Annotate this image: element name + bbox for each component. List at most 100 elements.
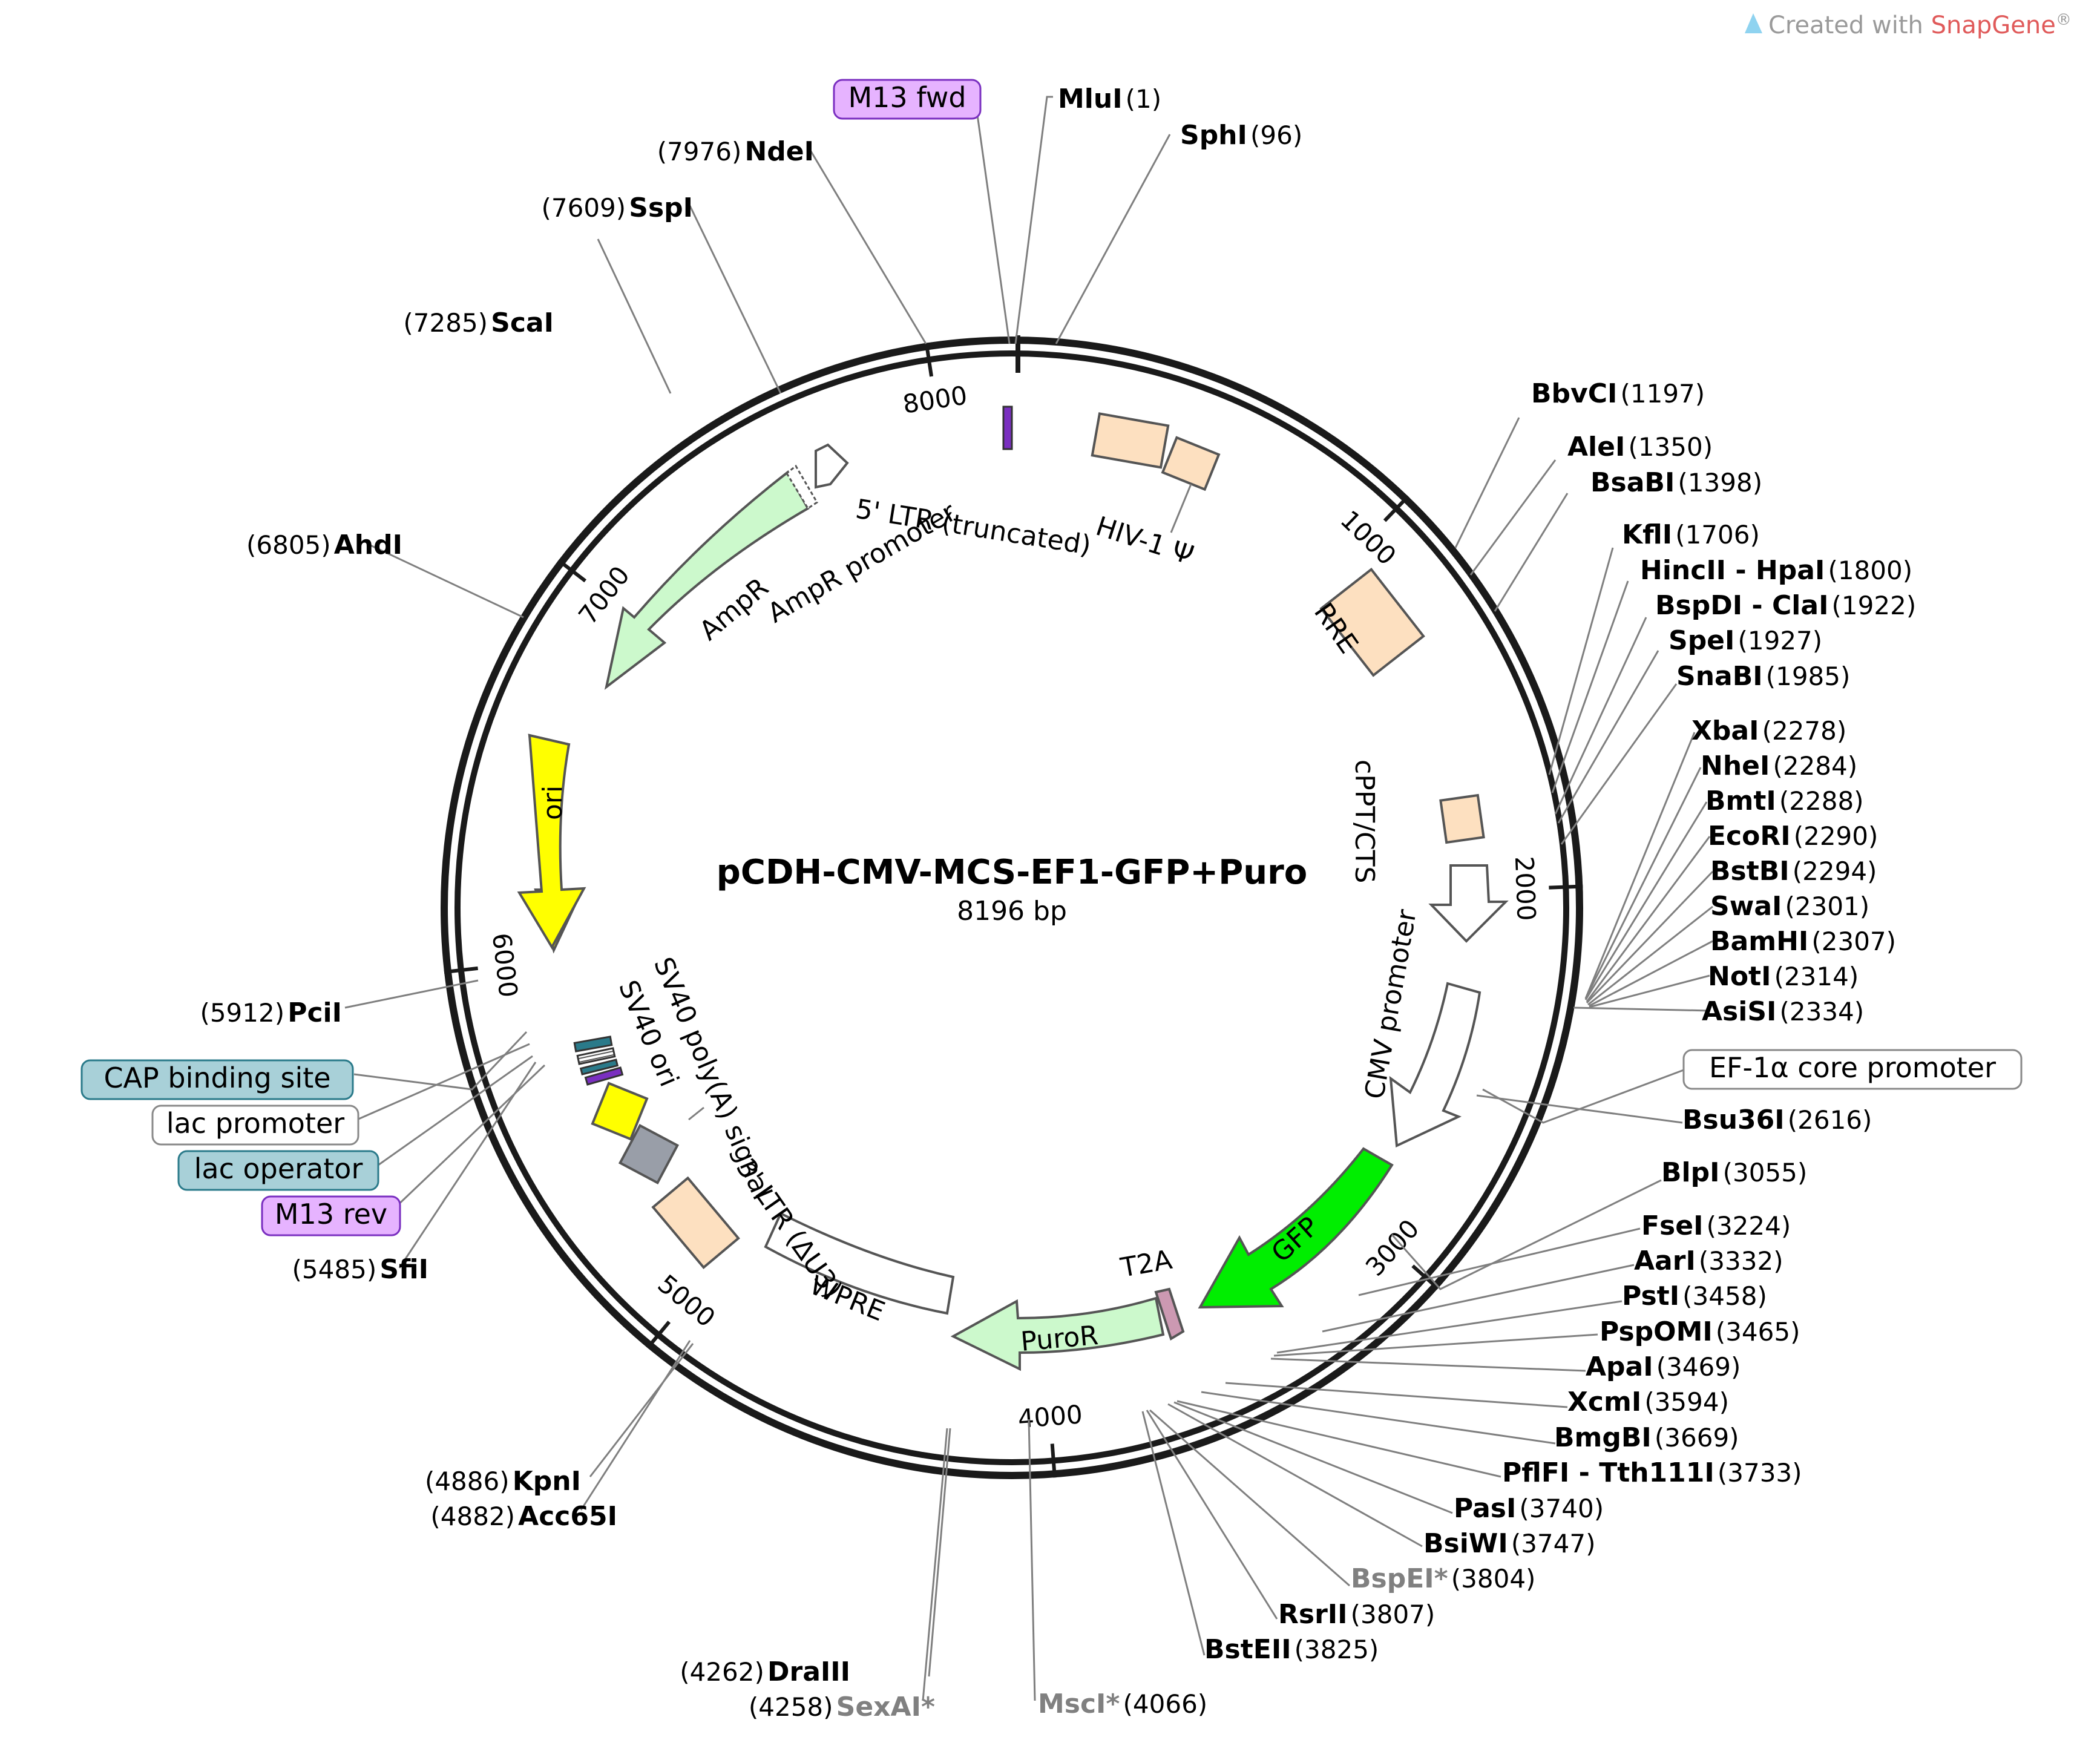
snapgene-logo-icon (1745, 13, 1762, 33)
enzyme-pcii: (5912) PciI (200, 997, 342, 1028)
enzyme-pasi: PasI (3740) (1454, 1493, 1604, 1524)
rre-box (1319, 568, 1425, 677)
enzyme-pspomi: PspOMI (3465) (1600, 1316, 1800, 1347)
ampr-arrow (604, 470, 810, 690)
enzyme-sspi: (7609) SspI (541, 192, 693, 223)
tick-label: 3000 (1360, 1213, 1425, 1281)
cmv-label: CMV promoter (1359, 907, 1423, 1101)
tick-mark (1383, 494, 1410, 522)
enzyme-apai: ApaI (3469) (1586, 1351, 1741, 1382)
watermark-prefix: Created with (1768, 11, 1931, 39)
enzyme-ecori: EcoRI (2290) (1708, 821, 1878, 852)
tick-label: 8000 (901, 380, 969, 419)
enzyme-xbai: XbaI (2278) (1691, 715, 1846, 746)
ori-label: ori (537, 786, 568, 820)
sv40-ori-box (618, 1123, 680, 1185)
backbone (441, 337, 1583, 1479)
enzyme-scai: (7285) ScaI (403, 307, 554, 338)
ampr-promoter-segment (786, 464, 819, 510)
enzyme-snabi: SnaBI (1985) (1676, 661, 1850, 692)
enzyme-bsteii: BstEII (3825) (1204, 1634, 1379, 1665)
cap-tag: CAP binding site (80, 1059, 354, 1100)
plasmid-length: 8196 bp (957, 896, 1067, 927)
plasmid-name: pCDH-CMV-MCS-EF1-GFP+Puro (717, 853, 1307, 892)
ef1a-tag: EF-1α core promoter (1682, 1049, 2023, 1090)
enzyme-bspei: BspEI* (3804) (1351, 1563, 1535, 1594)
enzyme-aari: AarI (3332) (1634, 1246, 1783, 1276)
puror-label: PuroR (1020, 1320, 1100, 1358)
leader-lines (344, 96, 1714, 1701)
tick-mark (1050, 1443, 1057, 1478)
cap-site-mark (573, 1036, 613, 1052)
tick-label: 4000 (1017, 1399, 1083, 1434)
m13-fwd-text: M13 fwd (848, 81, 966, 114)
wpre-box (764, 1212, 955, 1315)
enzyme-bbvci: BbvCI (1197) (1531, 378, 1705, 409)
enzyme-bsabi: BsaBI (1398) (1590, 467, 1762, 498)
enzyme-noti: NotI (2314) (1708, 961, 1859, 992)
watermark-brand: SnapGene (1931, 11, 2056, 39)
lac-operator-tag: lac operator (177, 1150, 379, 1191)
gfp-arrow (1198, 1147, 1394, 1309)
t2a-feature (1154, 1287, 1185, 1341)
t2a-label: T2A (1118, 1244, 1175, 1284)
tick-mark (444, 966, 478, 974)
enzyme-rsrii: RsrII (3807) (1278, 1599, 1435, 1630)
lac-operator-text: lac operator (194, 1152, 363, 1185)
enzyme-bmti: BmtI (2288) (1705, 786, 1864, 816)
enzyme-bmgbi: BmgBI (3669) (1554, 1422, 1739, 1453)
enzyme-ahdi: (6805) AhdI (246, 530, 402, 560)
enzyme-kpni: (4886) KpnI (425, 1466, 581, 1497)
m13-fwd-tag: M13 fwd (833, 79, 982, 120)
tick-mark (1411, 1264, 1440, 1290)
enzyme-bamhi: BamHI (2307) (1710, 926, 1896, 957)
ltr5-feature (815, 443, 849, 489)
tick-mark (557, 559, 587, 583)
cmv-arrow-2 (1389, 982, 1481, 1148)
tick-mark (646, 1321, 671, 1350)
tick-label: 5000 (652, 1269, 721, 1333)
enzyme-sexai: (4258) SexAI* (749, 1692, 935, 1722)
enzyme-psti: PstI (3458) (1622, 1281, 1767, 1312)
hiv-psi-label: HIV-1 Ψ (1092, 511, 1198, 571)
lac-promoter-mark (576, 1047, 616, 1065)
tick-label: 6000 (487, 931, 523, 999)
hiv-psi-box-2 (1161, 436, 1221, 491)
watermark-suffix: ® (2056, 11, 2072, 29)
enzyme-ndei: (7976) NdeI (657, 136, 814, 167)
enzyme-blpi: BlpI (3055) (1661, 1157, 1807, 1188)
ef1a-text: EF-1α core promoter (1709, 1051, 1996, 1084)
lac-operator-mark (579, 1059, 619, 1075)
enzyme-bsu36i: Bsu36I (2616) (1682, 1105, 1872, 1135)
enzyme-spei: SpeI (1927) (1669, 625, 1822, 656)
puror-arrow (950, 1296, 1165, 1371)
enzyme-mlui: MluI (1) (1058, 84, 1161, 114)
enzyme-bsiwi: BsiWI (3747) (1423, 1528, 1595, 1559)
m13-fwd-marker (1002, 405, 1013, 450)
enzyme-fsei: FseI (3224) (1641, 1210, 1791, 1241)
cap-text: CAP binding site (103, 1062, 330, 1094)
m13-rev-mark (584, 1066, 624, 1086)
tick-label: 2000 (1509, 856, 1541, 922)
enzyme-asisi: AsiSI (2334) (1702, 996, 1864, 1027)
enzyme-bstbi: BstBI (2294) (1710, 856, 1877, 887)
tick-mark (1549, 884, 1583, 890)
cmv-arrow-1 (1428, 864, 1509, 943)
enzyme-swai: SwaI (2301) (1710, 891, 1869, 922)
sv40-pa-box (591, 1082, 649, 1141)
lac-promoter-text: lac promoter (166, 1107, 344, 1140)
svg-text:Created with SnapGene®: Created with SnapGene® (1768, 11, 2072, 39)
enzyme-sphi: SphI (96) (1180, 120, 1302, 151)
ampr-label: AmpR (694, 572, 774, 647)
cppt-label: cPPT/CTS (1349, 760, 1380, 884)
enzyme-xcmi: XcmI (3594) (1567, 1387, 1729, 1417)
enzyme-draiii: (4262) DraIII (680, 1656, 850, 1687)
watermark: Created with SnapGene® (1745, 11, 2072, 39)
enzyme-alei: AleI (1350) (1567, 432, 1713, 462)
lac-promoter-tag: lac promoter (151, 1105, 359, 1146)
enzyme-sfii: (5485) SfiI (292, 1254, 428, 1285)
enzyme-acc65i: (4882) Acc65I (430, 1501, 617, 1532)
tick-mark (924, 343, 934, 377)
enzyme-kfli: KflI (1706) (1622, 519, 1760, 550)
